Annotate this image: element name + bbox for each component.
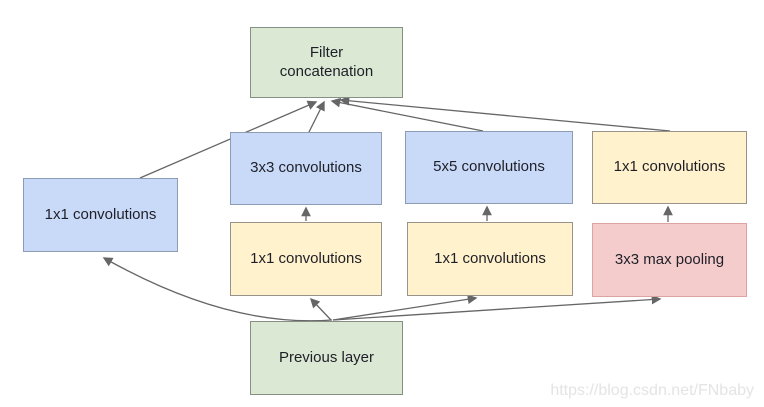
edge-1x1-after-pool-to-concat xyxy=(339,95,671,132)
node-3x3-max-pooling-label: 3x3 max pooling xyxy=(614,250,725,268)
node-1x1-convolutions-before-3x3-label: 1x1 convolutions xyxy=(250,249,362,267)
node-1x1-convolutions-branch1: 1x1 convolutions xyxy=(23,178,178,252)
edge-5x5-to-concat xyxy=(330,97,484,132)
edge-3x3-to-concat xyxy=(308,100,325,133)
node-1x1-convolutions-before-5x5: 1x1 convolutions xyxy=(407,222,573,296)
node-1x1-convolutions-after-pool-label: 1x1 convolutions xyxy=(613,158,726,176)
node-filter-concatenation-label: Filter concatenation xyxy=(279,43,374,80)
node-3x3-max-pooling: 3x3 max pooling xyxy=(592,223,747,297)
edge-previous-to-1x1-branch1 xyxy=(102,257,333,322)
node-5x5-convolutions-label: 5x5 convolutions xyxy=(433,158,545,176)
edge-previous-to-maxpool xyxy=(332,294,662,321)
csdn-watermark: https://blog.csdn.net/FNbaby xyxy=(550,382,754,399)
node-5x5-convolutions: 5x5 convolutions xyxy=(405,131,573,204)
node-1x1-convolutions-before-5x5-label: 1x1 convolutions xyxy=(434,249,546,267)
node-1x1-convolutions-branch1-label: 1x1 convolutions xyxy=(44,205,157,223)
node-1x1-convolutions-after-pool: 1x1 convolutions xyxy=(592,131,747,204)
node-3x3-convolutions-label: 3x3 convolutions xyxy=(250,159,362,177)
edge-previous-to-1x1-before-3x3 xyxy=(309,297,332,321)
node-3x3-convolutions: 3x3 convolutions xyxy=(230,132,382,205)
edge-previous-to-1x1-before-5x5 xyxy=(332,294,478,321)
node-filter-concatenation: Filter concatenation xyxy=(250,27,403,98)
node-previous-layer: Previous layer xyxy=(250,321,403,395)
node-1x1-convolutions-before-3x3: 1x1 convolutions xyxy=(230,222,382,296)
edge-1x1-branch1-to-concat xyxy=(139,100,318,179)
node-previous-layer-label: Previous layer xyxy=(278,348,375,366)
